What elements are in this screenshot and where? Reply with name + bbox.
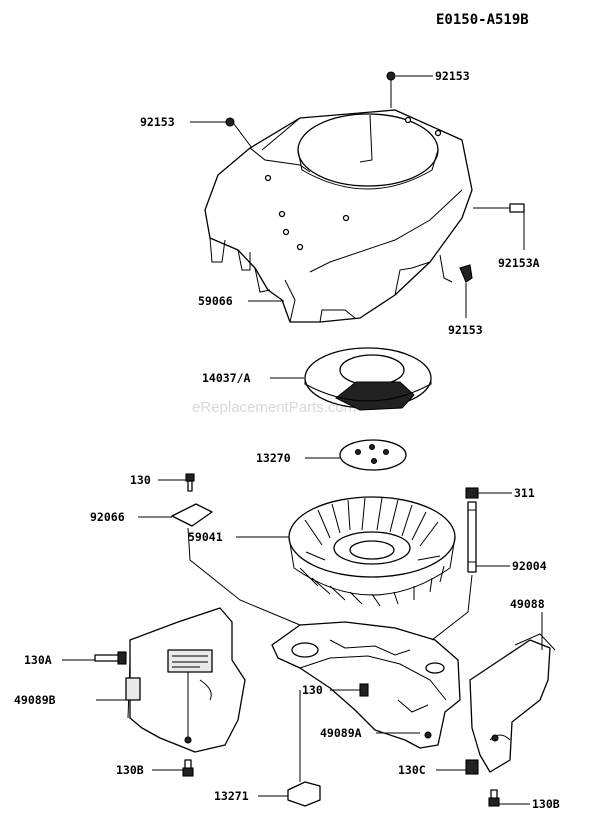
label-49088[interactable]: 49088 (510, 597, 545, 611)
bolt-92153-left[interactable] (225, 117, 235, 127)
diagram-code: E0150-A519B (436, 12, 529, 28)
cooling-fan-part[interactable] (288, 496, 456, 607)
right-shroud-part[interactable] (469, 633, 556, 773)
rotating-screen-part[interactable] (304, 347, 432, 411)
label-130b-right[interactable]: 130B (532, 797, 560, 811)
label-92153-right[interactable]: 92153 (448, 323, 483, 337)
label-59041[interactable]: 59041 (188, 530, 223, 544)
bolt-130-top[interactable] (185, 473, 195, 492)
bolt-130b-right[interactable] (488, 789, 500, 807)
label-92153-left[interactable]: 92153 (140, 115, 175, 129)
bolt-92153-right[interactable] (459, 264, 473, 283)
label-13270[interactable]: 13270 (256, 451, 291, 465)
label-92004[interactable]: 92004 (512, 559, 547, 573)
bracket-part[interactable] (287, 781, 321, 807)
label-130-top[interactable]: 130 (130, 473, 151, 487)
screen-plate-part[interactable] (339, 439, 407, 471)
blower-housing-part[interactable] (204, 109, 473, 323)
label-13271[interactable]: 13271 (214, 789, 249, 803)
bolt-92153a[interactable] (473, 203, 525, 213)
label-14037-a[interactable]: 14037/A (202, 371, 251, 385)
label-59066[interactable]: 59066 (198, 294, 233, 308)
bolt-130-mid[interactable] (359, 683, 369, 697)
bolt-130b-left[interactable] (182, 759, 194, 777)
watermark: eReplacementParts.com (192, 399, 356, 416)
label-49089b[interactable]: 49089B (14, 693, 56, 707)
warning-label (167, 649, 213, 673)
nut-311[interactable] (465, 487, 479, 499)
stud-part[interactable] (467, 501, 477, 573)
label-130a[interactable]: 130A (24, 653, 52, 667)
washer-92066[interactable] (171, 503, 213, 527)
label-92066[interactable]: 92066 (90, 510, 125, 524)
label-130b-left[interactable]: 130B (116, 763, 144, 777)
leader-lines (62, 75, 543, 805)
label-92153-top[interactable]: 92153 (435, 69, 470, 83)
label-311[interactable]: 311 (514, 486, 535, 500)
bolt-130c[interactable] (465, 759, 479, 775)
label-130-mid[interactable]: 130 (302, 683, 323, 697)
label-49089a[interactable]: 49089A (320, 726, 362, 740)
label-92153a[interactable]: 92153A (498, 256, 540, 270)
bolt-92153-top[interactable] (386, 71, 396, 81)
left-shroud-part[interactable] (125, 607, 246, 753)
label-130c[interactable]: 130C (398, 763, 426, 777)
bolt-130a[interactable] (94, 651, 127, 665)
